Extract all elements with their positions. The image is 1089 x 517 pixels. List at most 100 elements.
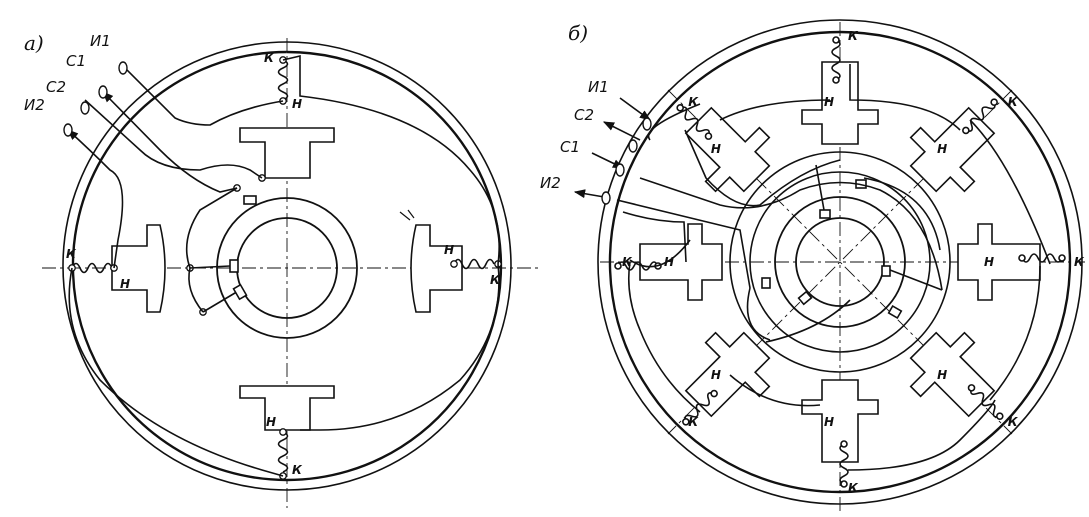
- panel-a-wire-brush-2: [188, 267, 204, 313]
- panel-b-pole: [682, 331, 771, 426]
- panel-b-coil-terminal: [676, 104, 684, 112]
- panel-a-wire-right-bottom: [300, 263, 500, 431]
- panel-b-ferrule-i2: [601, 191, 611, 205]
- panel-b-ferrule-i1: [642, 117, 652, 131]
- panel-b-pole-shoe: [957, 223, 1041, 301]
- panel-a-wire-brush-1: [185, 187, 238, 269]
- panel-b-wire-f: [639, 177, 943, 291]
- panel-b-wire-i: [815, 164, 825, 211]
- panel-b-coil-terminal: [967, 384, 976, 392]
- panel-b-wire-h: [765, 299, 851, 343]
- panel-a-coil-left: [71, 262, 113, 274]
- panel-a-terminal-label: С1: [66, 52, 86, 70]
- panel-a-coil-start-label: Н: [120, 277, 130, 291]
- panel-b-pole-coil: [831, 39, 841, 81]
- panel-b-coil-terminal: [704, 132, 713, 140]
- panel-a-stator-ring: [71, 50, 503, 482]
- panel-a-rotor-outer: [216, 197, 358, 339]
- panel-b-coil-terminal: [1018, 254, 1026, 262]
- panel-b-ferrule-c1: [615, 163, 625, 177]
- panel-b-wire-o: [847, 399, 996, 471]
- panel-b-ring-1: [729, 151, 951, 373]
- panel-a-pole-right: [410, 224, 463, 313]
- panel-b-wire-c: [629, 239, 691, 268]
- panel-b-coil-end-label: К: [688, 415, 699, 429]
- panel-a-coil-start-label: Н: [266, 415, 276, 429]
- panel-a-ferrule-i1: [118, 61, 128, 75]
- panel-b-pole: [801, 379, 879, 488]
- panel-b-coil-end-label: К: [848, 29, 859, 43]
- panel-b-pole-shoe: [801, 379, 879, 463]
- panel-a-pole-left: [111, 224, 166, 313]
- panel-b-pole-coil: [839, 443, 849, 485]
- panel-b-wire-n: [627, 261, 701, 413]
- panel-a-brush-2: [232, 283, 248, 301]
- panel-b-wire-m: [969, 119, 1051, 265]
- panel-b-coil-terminal: [1058, 254, 1066, 262]
- panel-b-eight-pole: б): [540, 19, 1085, 512]
- panel-b-coil-start-label: Н: [711, 142, 721, 156]
- panel-b-coil-start-label: Н: [984, 255, 994, 269]
- panel-b-brush-5: [797, 290, 813, 306]
- panel-a-lead-c1: [102, 91, 238, 193]
- panel-b-terminal-label: И2: [540, 174, 561, 192]
- panel-b-coil-terminal: [840, 440, 848, 448]
- panel-a-coil-right: [453, 258, 495, 270]
- panel-b-pole: [614, 223, 723, 301]
- panel-b-wire-b: [647, 103, 701, 141]
- panel-a-brush-3: [243, 195, 257, 205]
- panel-b-pole: [957, 223, 1066, 301]
- panel-a-label: а): [24, 31, 44, 55]
- panel-a-terminal-label: С2: [46, 78, 66, 96]
- panel-b-coil-terminal: [682, 418, 690, 426]
- panel-a-coil-end-label: К: [264, 51, 275, 65]
- panel-b-lead-i1: [619, 97, 651, 121]
- panel-b-coil-end-label: К: [688, 95, 699, 109]
- panel-b-pole-shoe: [909, 331, 996, 418]
- panel-a-coil-start-label: Н: [444, 243, 454, 257]
- panel-a-coil-end-label: К: [66, 247, 77, 261]
- panel-b-brush-4: [761, 277, 771, 289]
- panel-b-brush-6: [887, 304, 903, 320]
- panel-b-coil-start-label: Н: [824, 415, 834, 429]
- panel-b-coil-terminal: [990, 98, 998, 106]
- panel-b-wire-g: [746, 287, 771, 341]
- panel-b-pole-coil: [970, 387, 1001, 418]
- panel-b-coil-end-label: К: [1074, 255, 1085, 269]
- panel-a-wire-top-right: [282, 54, 500, 265]
- panel-b-coil-end-label: К: [1008, 415, 1019, 429]
- panel-a-lead-i1: [124, 67, 284, 126]
- panel-a-terminal-label: И2: [24, 96, 45, 114]
- panel-b-terminal-label: И1: [588, 78, 609, 96]
- panel-b-coil-start-label: Н: [937, 142, 947, 156]
- panel-b-wire-d: [622, 211, 687, 263]
- panel-b-pole: [909, 331, 1004, 420]
- panel-b-coil-start-label: Н: [937, 368, 947, 382]
- panel-a-coil-end-label: К: [490, 273, 501, 287]
- panel-b-coil-terminal: [710, 389, 718, 398]
- panel-b-coil-start-label: Н: [824, 95, 834, 109]
- panel-b-label: б): [568, 21, 588, 45]
- panel-b-ring-2: [749, 171, 931, 353]
- panel-b-pole-shoe: [639, 223, 723, 301]
- panel-b-coil-terminal: [996, 412, 1004, 420]
- panel-b-coil-end-label: К: [1008, 95, 1019, 109]
- panel-b-coil-terminal: [614, 262, 622, 270]
- panel-a-ferrule-c1: [98, 85, 108, 99]
- panel-b-pole-coil: [617, 261, 659, 271]
- panel-b-wire-p: [729, 374, 821, 407]
- panel-b-rotor-inner: [795, 217, 885, 307]
- panel-b-pole: [801, 36, 879, 145]
- panel-a-wire-left-bottom: [68, 267, 284, 477]
- panel-b-wire-l: [989, 265, 1041, 401]
- panel-a-coil-top: [277, 59, 289, 101]
- panel-b-coil-terminal: [832, 36, 840, 44]
- panel-b-coil-terminal: [962, 126, 970, 135]
- panel-a-terminal-label: И1: [90, 32, 111, 50]
- panel-b-coil-terminal: [840, 480, 848, 488]
- panel-b-wire-j: [863, 177, 941, 251]
- panel-b-coil-terminal: [832, 76, 840, 84]
- panel-b-pole-coil: [679, 106, 710, 137]
- panel-b-pole-shoe: [909, 106, 996, 193]
